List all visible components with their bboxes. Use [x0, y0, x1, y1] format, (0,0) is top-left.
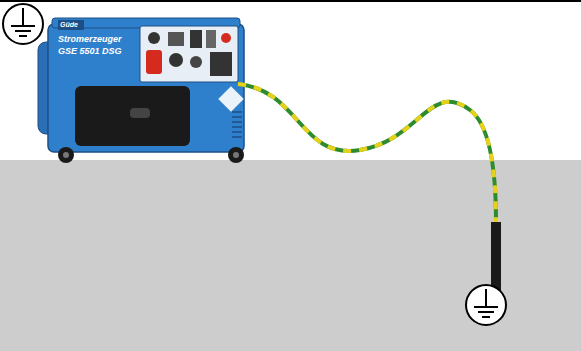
- top-rule: [0, 0, 581, 2]
- brand-logo: Güde: [60, 21, 78, 28]
- earth-symbol: [3, 4, 43, 44]
- model-label: GSE 5501 DSG: [58, 47, 122, 56]
- generator: [38, 18, 244, 163]
- product-label: Stromerzeuger: [58, 35, 122, 44]
- earth-symbol: [466, 285, 506, 325]
- earth-cable: [238, 84, 496, 222]
